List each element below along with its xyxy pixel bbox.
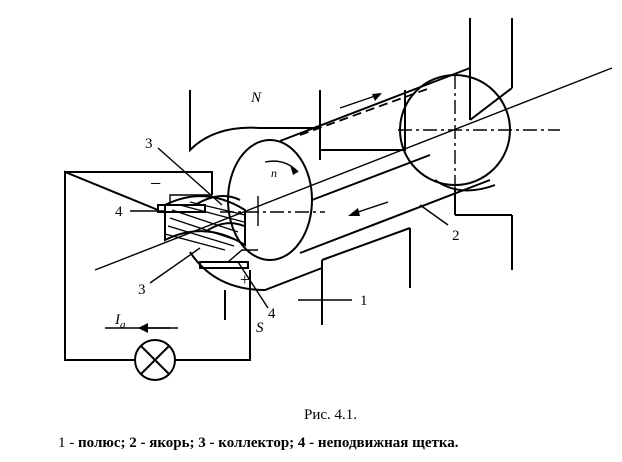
label-num-2: 2: [452, 228, 460, 244]
leader-lines: [130, 147, 449, 309]
flow-arrow-lower: [348, 201, 389, 216]
brush-bottom: [199, 249, 258, 269]
label-minus: −: [150, 173, 161, 195]
pole-south: [189, 188, 513, 325]
pole-north: [189, 18, 513, 160]
label-num-4-left: 4: [115, 204, 123, 220]
label-plus: +: [240, 270, 250, 289]
label-pole-s: S: [256, 320, 264, 336]
label-num-3-top: 3: [145, 136, 153, 152]
armature-cylinder: [227, 67, 560, 261]
label-speed-n: n: [271, 166, 277, 180]
commutator: [164, 195, 246, 251]
label-num-3-bottom: 3: [138, 282, 146, 298]
label-num-1: 1: [360, 293, 368, 309]
label-pole-n: N: [250, 90, 262, 106]
current-arrow: [138, 323, 170, 333]
shaft-axis: [94, 67, 613, 271]
rotation-arrow: [264, 160, 299, 175]
lamp: [134, 339, 176, 381]
figure-caption-title: Рис. 4.1.: [304, 407, 357, 423]
figure-caption-legend: 1 - полюс; 2 - якорь; 3 - коллектор; 4 -…: [58, 435, 459, 451]
flow-arrow-upper: [339, 93, 382, 109]
label-num-4-bottom: 4: [268, 306, 276, 322]
label-current: Ia: [114, 312, 126, 331]
